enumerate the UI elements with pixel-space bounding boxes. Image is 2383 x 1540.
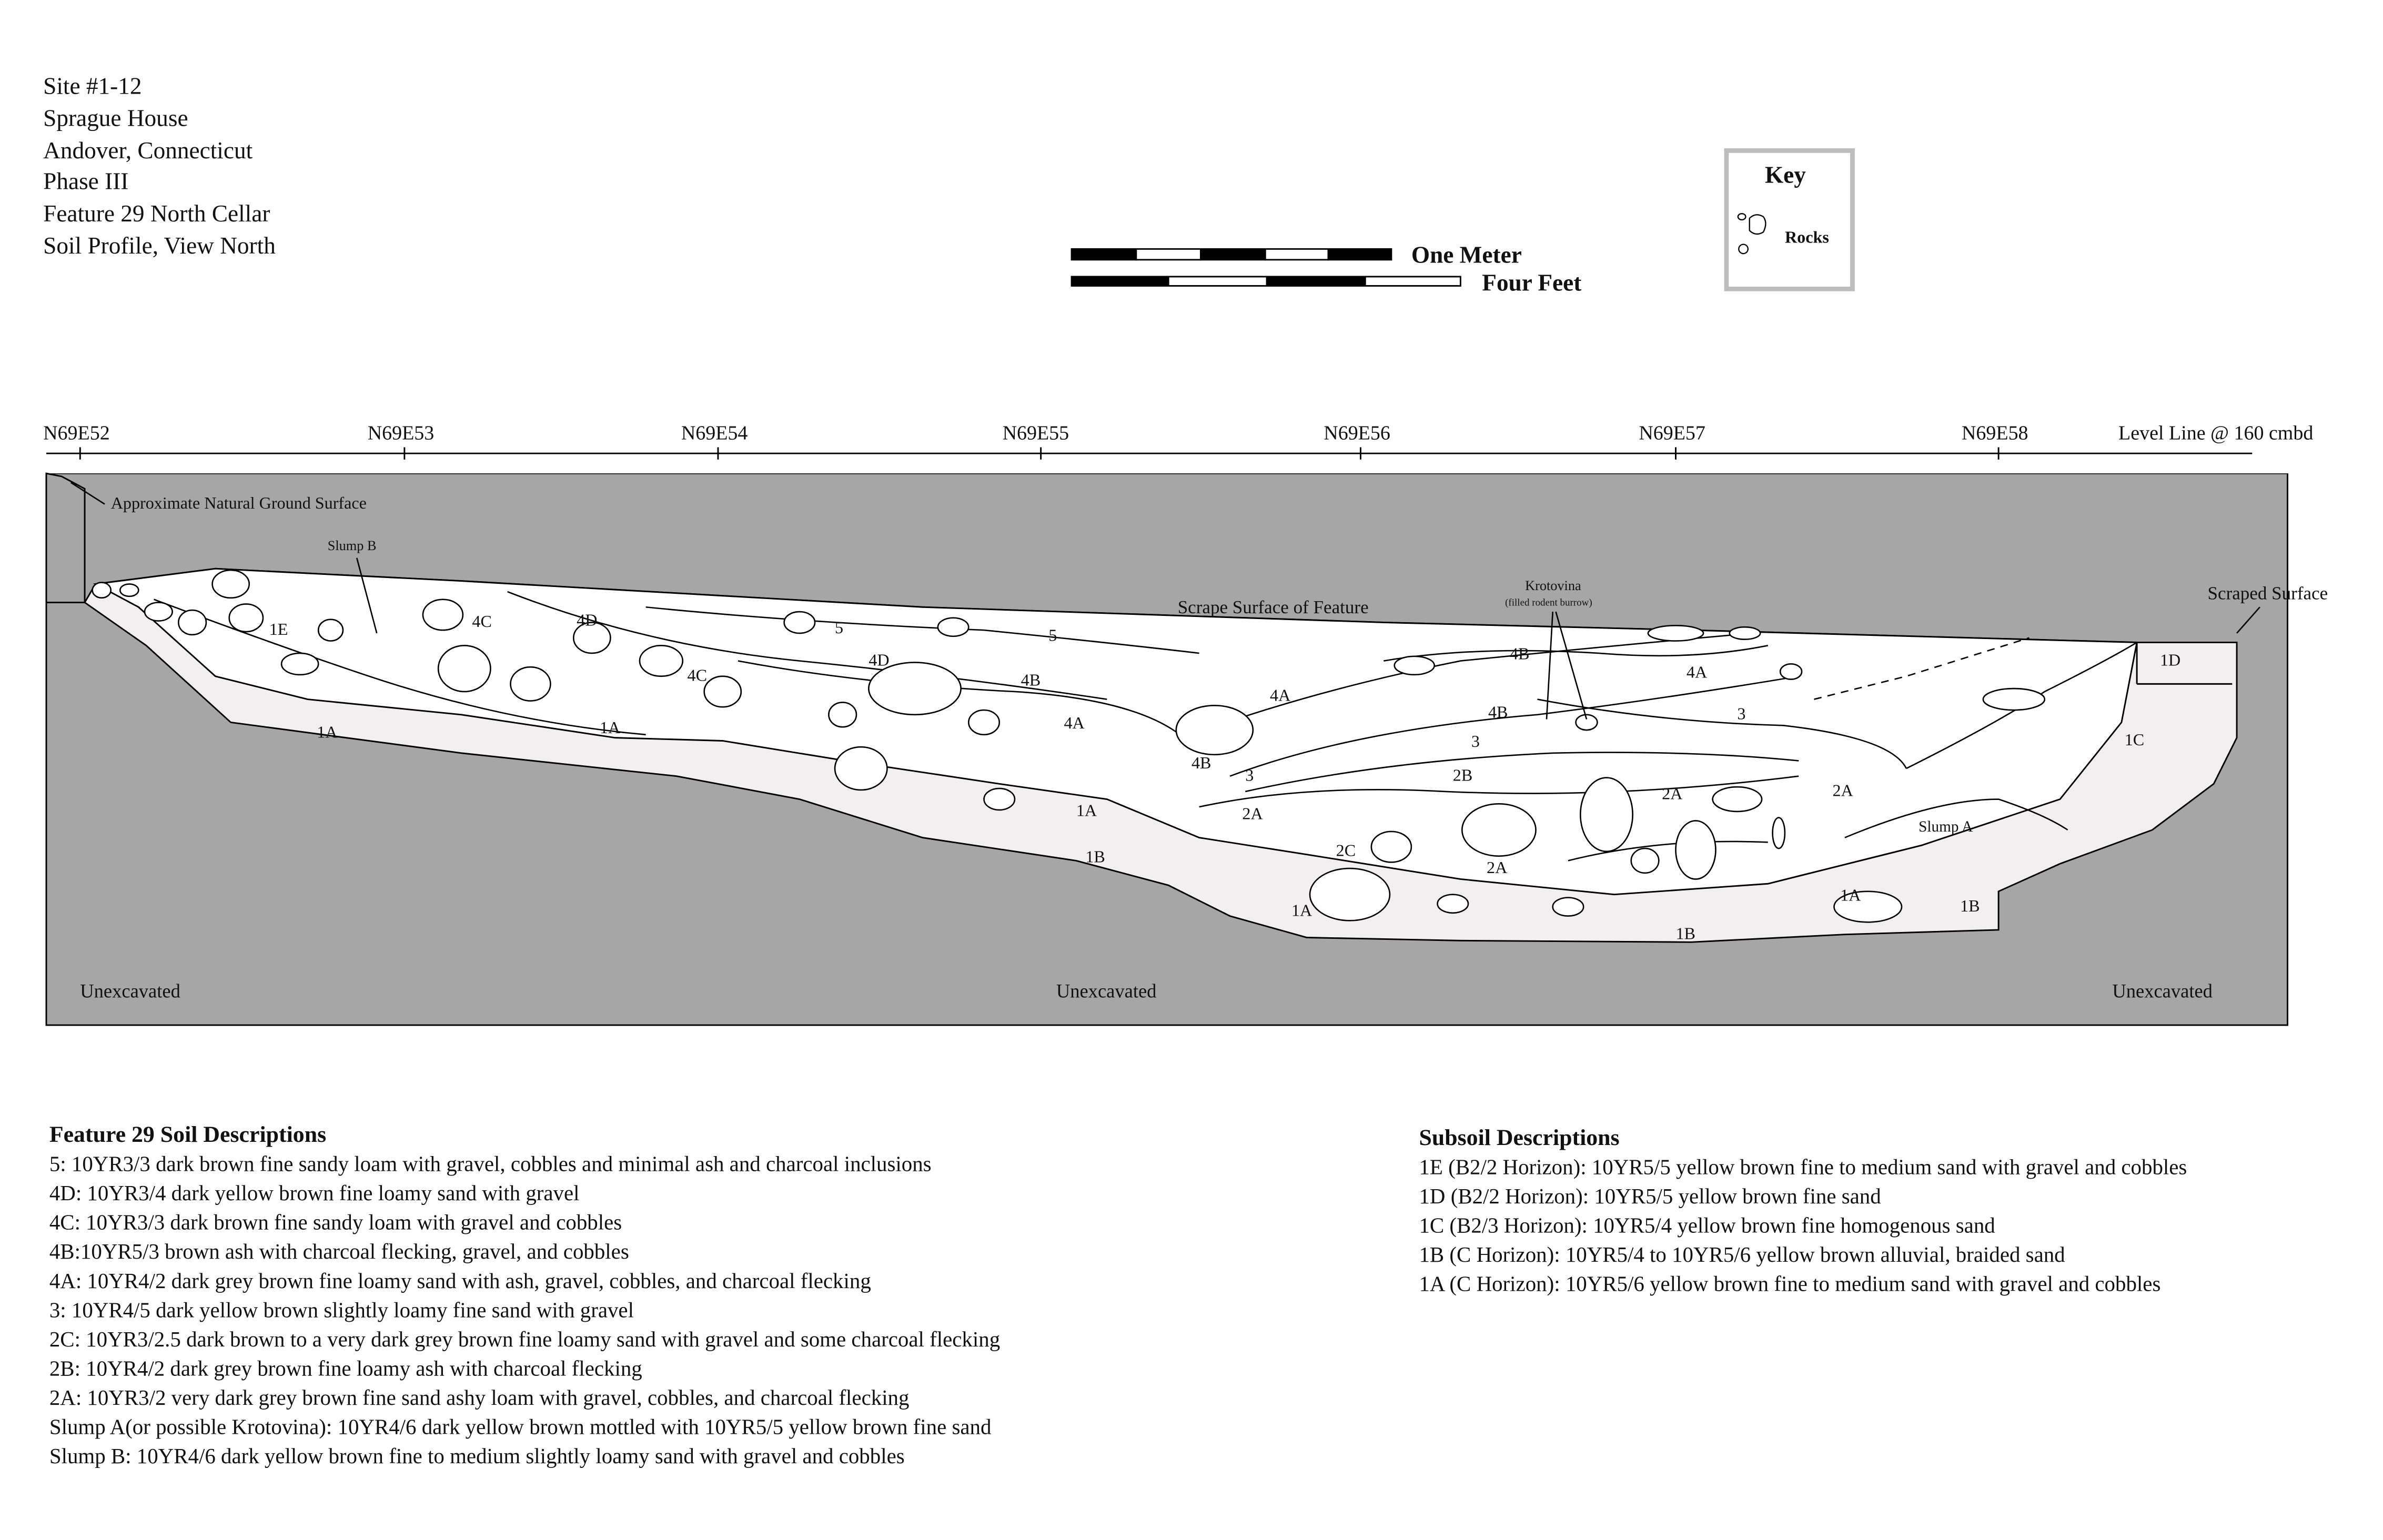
layer-label: 1A	[1840, 885, 1861, 904]
rocks	[92, 569, 2046, 923]
layer-label: 4A	[1687, 663, 1707, 682]
site-header: Site #1-12 Sprague House Andover, Connec…	[43, 73, 276, 259]
layer-boundaries	[154, 591, 2137, 862]
slump-a-label: Slump A	[1918, 818, 1973, 835]
description-item: 4C: 10YR3/3 dark brown fine sandy loam w…	[49, 1211, 622, 1234]
krotovina-label: Krotovina	[1525, 578, 1581, 593]
feature-descriptions: Feature 29 Soil Descriptions 5: 10YR3/3 …	[49, 1122, 1000, 1468]
layer-label: 4D	[577, 610, 597, 629]
grid-label: N69E58	[1962, 422, 2028, 444]
header-line: Soil Profile, View North	[43, 232, 276, 259]
description-item: 1D (B2/2 Horizon): 10YR5/5 yellow brown …	[1419, 1184, 1881, 1208]
layer-label: 4C	[688, 666, 707, 685]
scale-bar-meter	[1071, 248, 1392, 261]
layer-label: 4A	[1064, 713, 1084, 732]
krotovina-note: (filled rodent burrow)	[1505, 597, 1592, 608]
header-line: Feature 29 North Cellar	[43, 200, 270, 227]
grid-line: N69E52 N69E53 N69E54 N69E55 N69E56 N69E5…	[43, 422, 2313, 460]
description-item: 1E (B2/2 Horizon): 10YR5/5 yellow brown …	[1419, 1156, 2187, 1179]
unexcavated-label: Unexcavated	[80, 980, 180, 1001]
annotation-arrows	[70, 482, 2260, 720]
level-line-label: Level Line @ 160 cmbd	[2118, 422, 2313, 444]
layer-label: 1E	[269, 620, 288, 639]
layer-label: 2C	[1336, 841, 1356, 860]
description-item: 4A: 10YR4/2 dark grey brown fine loamy s…	[49, 1269, 871, 1293]
layer-label: 1A	[1291, 901, 1312, 920]
description-item: 1A (C Horizon): 10YR5/6 yellow brown fin…	[1419, 1272, 2160, 1296]
grid-label: N69E52	[43, 422, 110, 444]
feature-descriptions-title: Feature 29 Soil Descriptions	[49, 1122, 326, 1147]
scrape-surface-label: Scrape Surface of Feature	[1178, 597, 1369, 617]
layer-label: 2B	[1453, 765, 1473, 784]
layer-labels: 1E 4C 4D 5 5 4D 4C 4B 4A 1A 1A 4B 3 4A 2…	[269, 610, 2181, 943]
profile-section: Approximate Natural Ground Surface Slump…	[45, 461, 2328, 1026]
layer-label: 4B	[1192, 753, 1211, 772]
layer-label: 1A	[317, 723, 337, 742]
scale-meter-label: One Meter	[1411, 242, 1522, 268]
unexcavated-label: Unexcavated	[1056, 980, 1157, 1001]
layer-label: 4A	[1270, 686, 1290, 705]
description-item: 3: 10YR4/5 dark yellow brown slightly lo…	[49, 1298, 634, 1322]
layer-label: 3	[1245, 765, 1254, 784]
header-line: Andover, Connecticut	[43, 137, 253, 164]
header-line: Phase III	[43, 168, 128, 194]
slump-b-label: Slump B	[328, 538, 377, 553]
header-line: Sprague House	[43, 105, 188, 131]
description-item: 1B (C Horizon): 10YR5/4 to 10YR5/6 yello…	[1419, 1243, 2065, 1267]
layer-label: 1B	[1960, 896, 1980, 915]
legend-key: Key Rocks	[1724, 148, 1855, 291]
scraped-surface-label: Scraped Surface	[2208, 583, 2328, 604]
key-title: Key	[1765, 162, 1806, 188]
subsoil-descriptions-title: Subsoil Descriptions	[1419, 1125, 1619, 1150]
description-item: 2C: 10YR3/2.5 dark brown to a very dark …	[49, 1328, 1000, 1351]
header-line: Site #1-12	[43, 73, 142, 99]
grid-label: N69E55	[1003, 422, 1069, 444]
description-item: 4D: 10YR3/4 dark yellow brown fine loamy…	[49, 1181, 580, 1205]
layer-label: 3	[1737, 704, 1745, 723]
description-item: Slump B: 10YR4/6 dark yellow brown fine …	[49, 1444, 905, 1468]
layer-label: 4B	[1488, 703, 1508, 722]
description-item: 1C (B2/3 Horizon): 10YR5/4 yellow brown …	[1419, 1214, 1995, 1238]
layer-label: 5	[1048, 626, 1057, 645]
layer-label: 2A	[1487, 858, 1507, 877]
description-item: Slump A(or possible Krotovina): 10YR4/6 …	[49, 1415, 992, 1438]
layer-label: 1B	[1085, 847, 1105, 866]
layer-label: 1A	[600, 718, 620, 737]
rock-icon	[1737, 213, 1766, 255]
subsoil-descriptions: Subsoil Descriptions 1E (B2/2 Horizon): …	[1419, 1125, 2187, 1296]
natural-ground-label: Approximate Natural Ground Surface	[111, 493, 367, 512]
natural-ground-edge	[45, 472, 86, 603]
layer-label: 2A	[1662, 784, 1682, 803]
grid-label: N69E57	[1639, 422, 1705, 444]
layer-label: 1C	[2125, 730, 2145, 749]
key-rocks-label: Rocks	[1785, 228, 1829, 247]
layer-label: 2A	[1242, 804, 1263, 823]
description-item: 5: 10YR3/3 dark brown fine sandy loam wi…	[49, 1152, 932, 1176]
layer-label: 1D	[2160, 650, 2180, 669]
description-item: 2A: 10YR3/2 very dark grey brown fine sa…	[49, 1386, 910, 1410]
layer-label: 4D	[869, 650, 889, 669]
scale-feet-label: Four Feet	[1482, 269, 1581, 296]
scale-bar-feet	[1071, 276, 1461, 287]
layer-label: 1B	[1675, 924, 1695, 943]
description-item: 2B: 10YR4/2 dark grey brown fine loamy a…	[49, 1356, 642, 1380]
layer-label: 4B	[1021, 670, 1041, 689]
description-item: 4B:10YR5/3 brown ash with charcoal fleck…	[49, 1240, 629, 1263]
layer-label: 2A	[1833, 781, 1853, 800]
layer-label: 4C	[472, 612, 492, 631]
layer-label: 1A	[1076, 801, 1097, 820]
grid-label: N69E56	[1324, 422, 1390, 444]
layer-label: 3	[1471, 732, 1480, 751]
layer-label: 4B	[1510, 644, 1530, 663]
layer-label: 5	[835, 618, 843, 637]
grid-label: N69E53	[368, 422, 435, 444]
grid-label: N69E54	[681, 422, 748, 444]
unexcavated-label: Unexcavated	[2112, 980, 2213, 1001]
